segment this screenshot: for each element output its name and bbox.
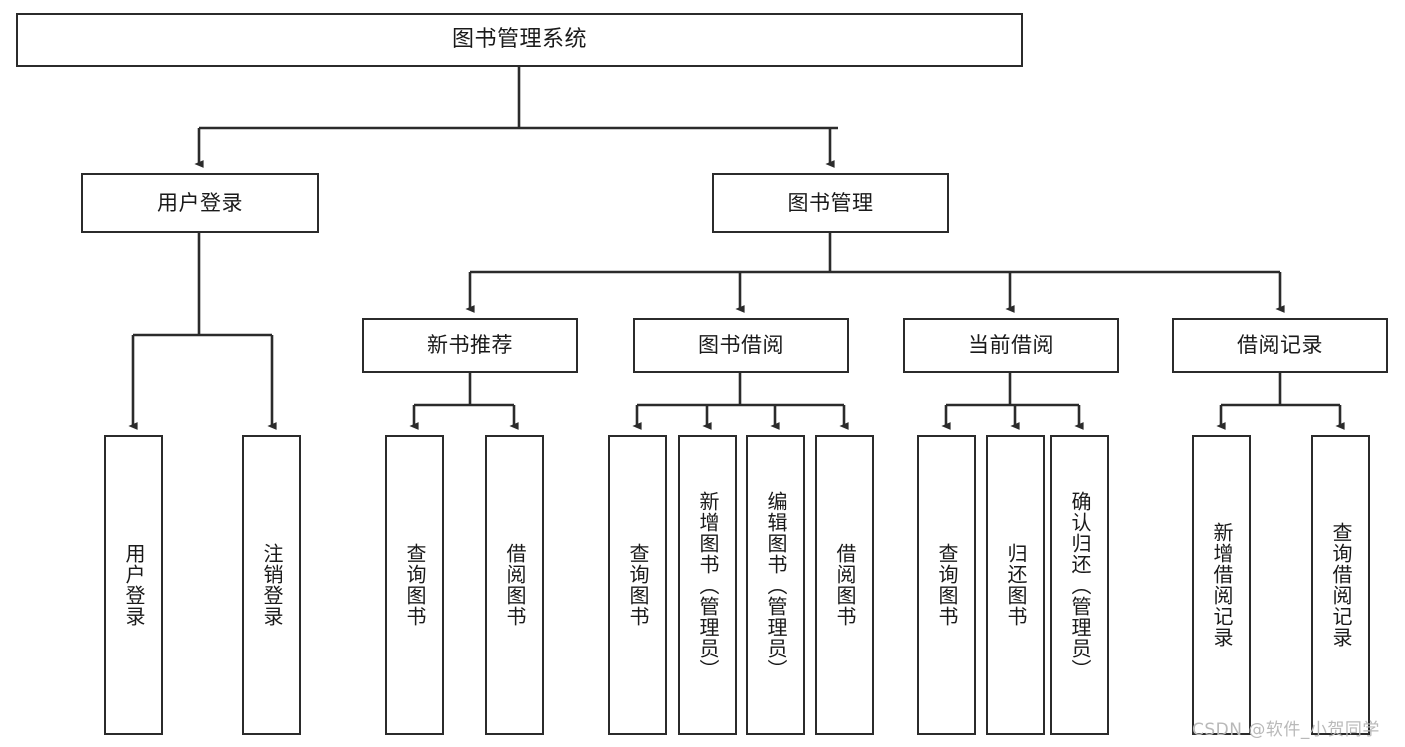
node-leaf-query-book-2[interactable]: 查询图书 <box>608 435 667 735</box>
node-leaf-add-book-label: 新增图书（管理员） <box>696 490 720 680</box>
node-leaf-query-record-label: 查询借阅记录 <box>1329 522 1353 648</box>
node-root-label: 图书管理系统 <box>451 27 587 53</box>
watermark: CSDN @软件_小贺同学 <box>1192 720 1380 740</box>
node-root[interactable]: 图书管理系统 <box>16 13 1023 67</box>
node-book-borrow-label: 图书借阅 <box>698 333 784 358</box>
node-leaf-edit-book-label: 编辑图书（管理员） <box>764 490 788 680</box>
node-leaf-query-book-3-label: 查询图书 <box>935 543 959 627</box>
node-borrow-record[interactable]: 借阅记录 <box>1172 318 1388 373</box>
node-leaf-user-login[interactable]: 用户登录 <box>104 435 163 735</box>
node-leaf-borrow-book-1[interactable]: 借阅图书 <box>485 435 544 735</box>
node-leaf-return-book[interactable]: 归还图书 <box>986 435 1045 735</box>
node-leaf-borrow-book-2[interactable]: 借阅图书 <box>815 435 874 735</box>
node-leaf-logout[interactable]: 注销登录 <box>242 435 301 735</box>
node-leaf-query-book-3[interactable]: 查询图书 <box>917 435 976 735</box>
node-current-borrow-label: 当前借阅 <box>968 333 1054 358</box>
node-leaf-query-record[interactable]: 查询借阅记录 <box>1311 435 1370 735</box>
node-book-manage[interactable]: 图书管理 <box>712 173 949 233</box>
node-leaf-add-record-label: 新增借阅记录 <box>1210 522 1234 648</box>
node-leaf-return-book-label: 归还图书 <box>1004 543 1028 627</box>
node-leaf-logout-label: 注销登录 <box>260 543 284 627</box>
node-borrow-record-label: 借阅记录 <box>1237 333 1323 358</box>
node-leaf-user-login-label: 用户登录 <box>122 543 146 627</box>
node-leaf-add-record[interactable]: 新增借阅记录 <box>1192 435 1251 735</box>
node-leaf-query-book-1-label: 查询图书 <box>403 543 427 627</box>
node-leaf-borrow-book-2-label: 借阅图书 <box>833 543 857 627</box>
node-new-book-recommend-label: 新书推荐 <box>427 333 513 358</box>
node-leaf-confirm-return-label: 确认归还（管理员） <box>1068 490 1092 680</box>
node-leaf-add-book[interactable]: 新增图书（管理员） <box>678 435 737 735</box>
node-leaf-query-book-2-label: 查询图书 <box>626 543 650 627</box>
node-book-borrow[interactable]: 图书借阅 <box>633 318 849 373</box>
node-user-login-label: 用户登录 <box>157 190 243 215</box>
node-book-manage-label: 图书管理 <box>787 190 874 215</box>
node-leaf-borrow-book-1-label: 借阅图书 <box>503 543 527 627</box>
node-leaf-query-book-1[interactable]: 查询图书 <box>385 435 444 735</box>
node-leaf-edit-book[interactable]: 编辑图书（管理员） <box>746 435 805 735</box>
node-leaf-confirm-return[interactable]: 确认归还（管理员） <box>1050 435 1109 735</box>
node-current-borrow[interactable]: 当前借阅 <box>903 318 1119 373</box>
node-user-login[interactable]: 用户登录 <box>81 173 319 233</box>
node-new-book-recommend[interactable]: 新书推荐 <box>362 318 578 373</box>
